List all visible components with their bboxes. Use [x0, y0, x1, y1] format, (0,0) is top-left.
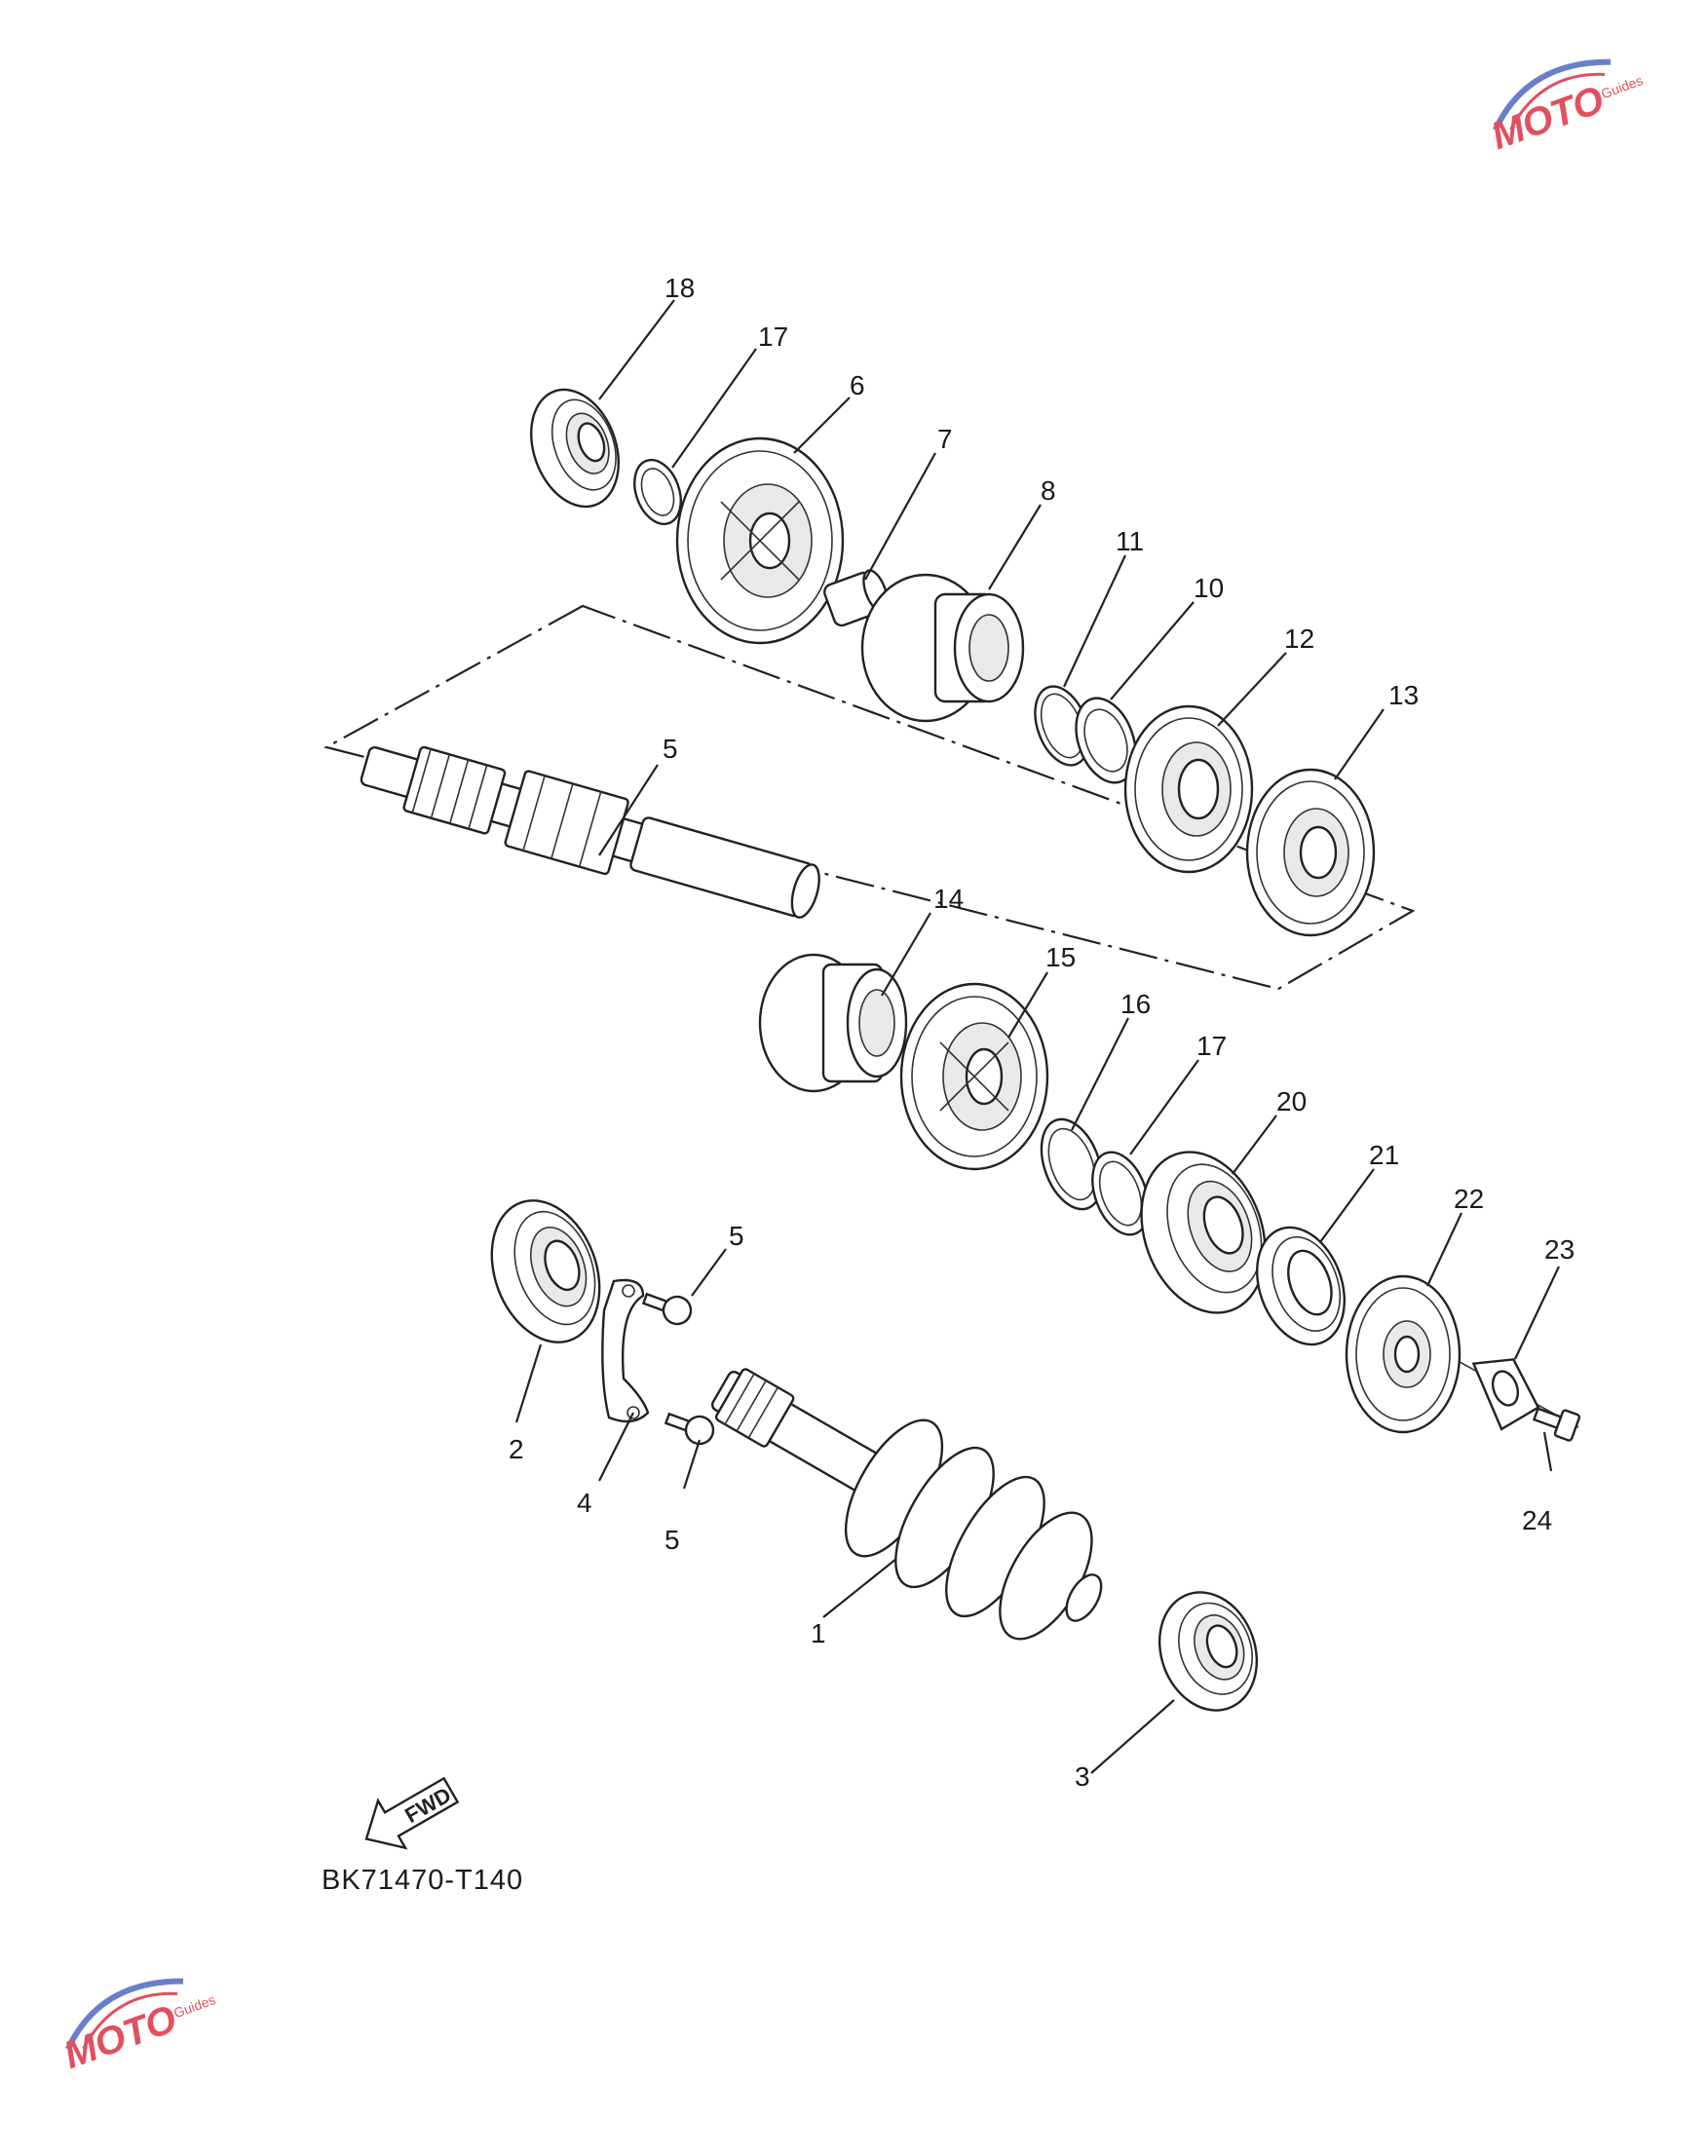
callout-5-top: 5	[729, 1221, 744, 1251]
circlip-icon	[1040, 1117, 1104, 1211]
watermark-logo-bottom: MOTO Guides	[58, 1978, 217, 2077]
callout-13: 13	[1388, 680, 1419, 710]
retainer-plate-icon	[601, 1278, 650, 1423]
callout-23: 23	[1544, 1234, 1575, 1265]
drive-axle-icon	[360, 745, 820, 919]
screw-icon	[641, 1292, 693, 1326]
callout-1: 1	[811, 1618, 826, 1648]
watermark-sub: Guides	[171, 1991, 217, 2021]
callout-3: 3	[1075, 1761, 1090, 1792]
callout-16: 16	[1120, 989, 1151, 1019]
washer-icon	[633, 458, 682, 526]
callout-10: 10	[1194, 573, 1224, 603]
leader-lines	[514, 299, 1560, 1774]
callout-15: 15	[1045, 942, 1076, 972]
bearing-icon	[490, 1199, 601, 1343]
gear-icon	[1245, 768, 1376, 937]
callout-22: 22	[1454, 1184, 1484, 1214]
bearing-icon	[1158, 1591, 1259, 1712]
forward-arrow-icon: FWD	[364, 1776, 460, 1850]
callout-19: 18	[664, 273, 695, 303]
gear-icon	[860, 573, 1025, 723]
callout-21: 21	[1369, 1140, 1399, 1170]
callout-4: 4	[577, 1488, 592, 1518]
gear-icon	[899, 982, 1049, 1171]
gear-icon	[675, 436, 845, 645]
oil-seal-icon	[1255, 1226, 1347, 1346]
callout-12: 12	[1284, 624, 1314, 654]
bearing-icon	[1140, 1151, 1267, 1314]
screw-icon	[664, 1412, 715, 1446]
callout-7: 6	[850, 370, 865, 400]
gear-icon	[1123, 704, 1254, 874]
watermark-logo-top: MOTO Guides	[1486, 58, 1645, 158]
callout-24: 24	[1522, 1505, 1552, 1535]
callout-labels: 18 17 6 7 8 11 10 12 13 5 14 15 16 17 20…	[509, 273, 1575, 1792]
callout-20: 20	[1276, 1086, 1307, 1116]
watermark-sub: Guides	[1599, 72, 1645, 101]
callout-5-bottom: 5	[664, 1525, 680, 1555]
callout-14: 14	[933, 884, 964, 914]
sprocket-icon	[1345, 1274, 1461, 1434]
bearing-icon	[529, 388, 621, 509]
main-axle-icon	[710, 1368, 1103, 1641]
gear-icon	[758, 953, 908, 1093]
callout-8: 7	[937, 424, 953, 454]
lock-washer-icon	[1471, 1358, 1540, 1431]
callout-11: 11	[1116, 526, 1144, 556]
callout-2: 2	[509, 1434, 524, 1464]
watermark-brand: MOTO	[58, 1997, 182, 2077]
callout-6: 5	[663, 734, 678, 764]
callout-17: 17	[1196, 1031, 1227, 1061]
bolt-icon	[1532, 1407, 1581, 1442]
drawing-code: BK71470-T140	[322, 1865, 524, 1896]
washer-icon	[1091, 1151, 1150, 1236]
watermark-brand: MOTO	[1486, 78, 1610, 158]
callout-18: 17	[758, 322, 788, 352]
washer-icon	[1075, 697, 1137, 784]
callout-9: 8	[1041, 475, 1056, 506]
